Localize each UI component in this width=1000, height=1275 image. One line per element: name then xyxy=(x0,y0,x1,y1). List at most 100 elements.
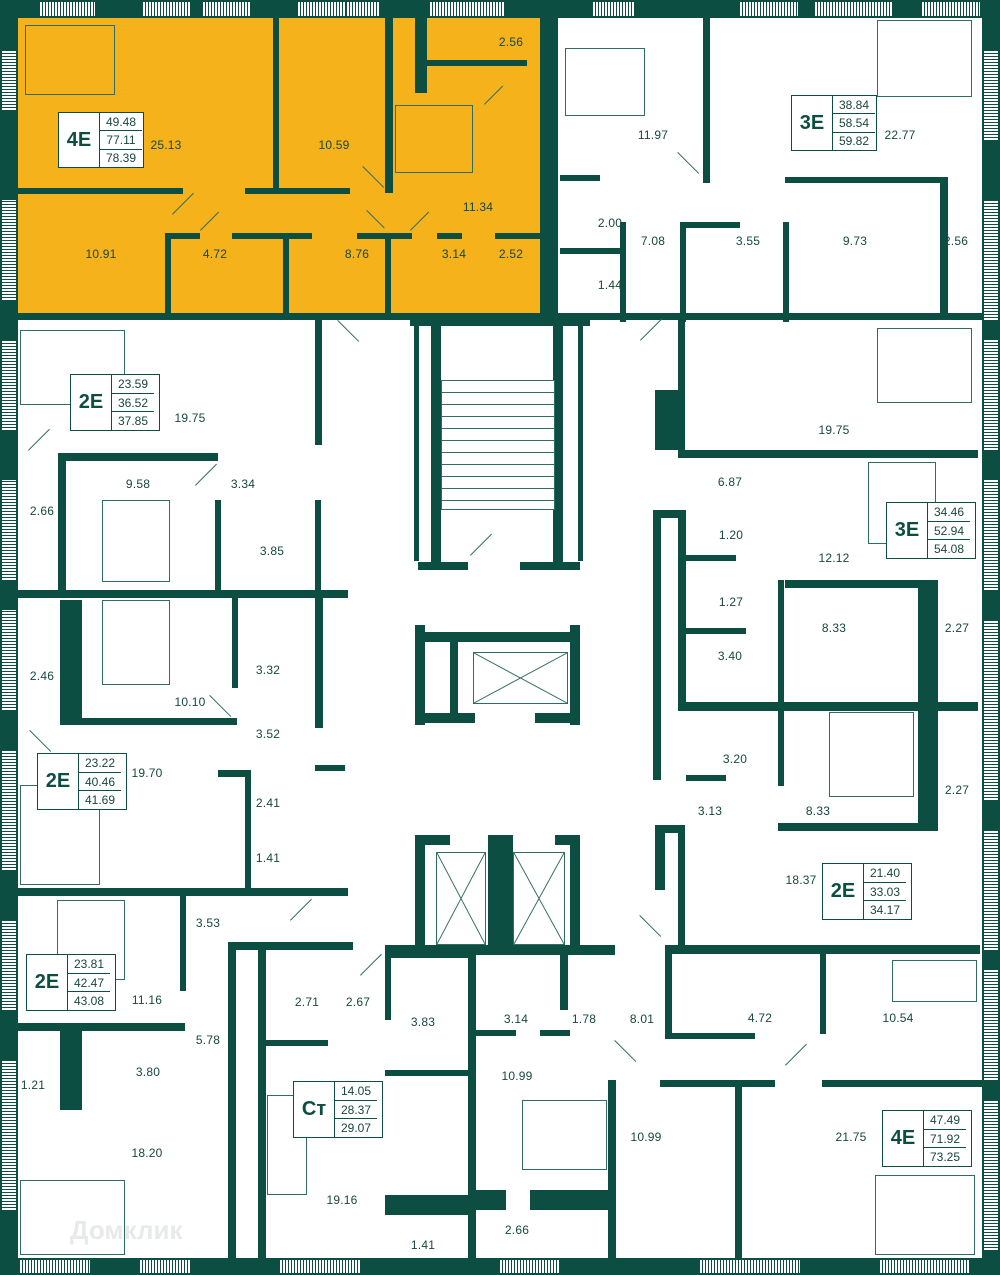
door-swing xyxy=(337,320,360,342)
living-area: 21.40 xyxy=(864,864,906,883)
wall xyxy=(822,1080,982,1087)
window xyxy=(984,480,998,590)
door-swing xyxy=(360,953,382,976)
core-wall xyxy=(415,835,425,950)
wall xyxy=(218,770,248,777)
wall xyxy=(655,830,665,890)
wall xyxy=(560,248,622,254)
core-wall xyxy=(555,835,580,845)
wall xyxy=(620,313,982,320)
apartment-badge[interactable]: 2E 21.40 33.03 34.17 xyxy=(822,863,912,920)
core-wall xyxy=(553,326,563,566)
wall xyxy=(385,950,391,1020)
wall xyxy=(60,1030,82,1110)
core-wall xyxy=(431,326,441,566)
apartment-areas: 38.84 58.54 59.82 xyxy=(833,96,875,150)
room-area: 2.52 xyxy=(498,247,524,261)
room-area: 10.59 xyxy=(318,138,350,152)
apartment-badge[interactable]: 4E 47.49 71.92 73.25 xyxy=(882,1110,972,1167)
wall xyxy=(232,233,312,239)
room-area: 8.01 xyxy=(629,1012,655,1026)
apartment-type: 2E xyxy=(71,375,112,430)
room-area: 6.87 xyxy=(717,475,743,489)
room-area: 11.34 xyxy=(462,200,494,214)
apartment-badge[interactable]: 3E 38.84 58.54 59.82 xyxy=(791,95,877,151)
room-area: 1.78 xyxy=(571,1012,597,1026)
room-area: 2.27 xyxy=(944,621,970,635)
total-area: 71.92 xyxy=(924,1130,966,1149)
door-swing xyxy=(290,898,312,921)
apartment-badge[interactable]: 4E 49.48 77.11 78.39 xyxy=(58,112,144,168)
apartment-areas: 21.40 33.03 34.17 xyxy=(864,864,906,919)
core-wall xyxy=(385,945,615,955)
apartment-badge[interactable]: 2E 23.81 42.47 43.08 xyxy=(26,954,116,1011)
wall xyxy=(18,313,643,320)
wall xyxy=(530,1190,615,1210)
room-area: 2.56 xyxy=(943,234,969,248)
wall xyxy=(655,825,685,833)
wall xyxy=(315,765,345,771)
wall xyxy=(778,711,784,786)
room-area: 18.20 xyxy=(131,1146,163,1160)
wall xyxy=(680,222,686,322)
room-area: 10.10 xyxy=(174,695,206,709)
window xyxy=(143,2,191,16)
apartment-badge[interactable]: 3E 34.46 52.94 54.08 xyxy=(886,502,976,559)
door-swing xyxy=(470,533,492,556)
wall xyxy=(18,888,348,896)
window xyxy=(2,200,16,300)
apartment-badge[interactable]: Ст 14.05 28.37 29.07 xyxy=(293,1081,383,1138)
core-wall xyxy=(488,835,513,950)
wall xyxy=(665,945,980,954)
window xyxy=(984,830,998,950)
wall xyxy=(427,60,527,66)
bed-icon xyxy=(102,600,170,685)
apartment-type: 2E xyxy=(27,955,68,1010)
room-area: 2.41 xyxy=(255,796,281,810)
apartment-areas: 34.46 52.94 54.08 xyxy=(928,503,970,558)
total-area-with-balcony: 78.39 xyxy=(105,151,137,166)
room-area: 8.33 xyxy=(805,804,831,818)
core-wall xyxy=(535,713,580,723)
window xyxy=(815,2,893,16)
wall xyxy=(655,390,680,450)
sofa-icon xyxy=(877,328,972,403)
room-area: 10.99 xyxy=(630,1130,662,1144)
room-area: 2.66 xyxy=(504,1223,530,1237)
sofa-icon xyxy=(267,1095,307,1195)
room-area: 10.99 xyxy=(501,1069,533,1083)
core-wall xyxy=(415,713,475,723)
wall xyxy=(660,1080,775,1087)
stairs-icon xyxy=(441,380,555,510)
wall xyxy=(18,590,348,598)
wall xyxy=(273,18,279,193)
wall xyxy=(476,1030,516,1036)
wall xyxy=(385,1070,475,1076)
wall xyxy=(653,510,661,780)
apartment-badge[interactable]: 2E 23.59 36.52 37.85 xyxy=(70,374,160,431)
apartment-areas: 23.22 40.46 41.69 xyxy=(79,754,121,809)
total-area-with-balcony: 54.08 xyxy=(933,542,965,557)
total-area: 42.47 xyxy=(68,974,110,993)
core-wall xyxy=(414,326,419,561)
door-swing xyxy=(29,730,52,752)
wall xyxy=(357,233,412,239)
wall xyxy=(678,450,685,458)
window xyxy=(880,1260,970,1273)
wall xyxy=(665,954,672,1034)
total-area-with-balcony: 59.82 xyxy=(838,134,870,149)
window xyxy=(984,1100,998,1250)
wall xyxy=(686,775,726,781)
room-area: 4.72 xyxy=(202,247,228,261)
room-area: 2.71 xyxy=(294,995,320,1009)
wall xyxy=(245,188,350,194)
wall xyxy=(468,950,476,1258)
apartment-badge[interactable]: 2E 23.22 40.46 41.69 xyxy=(37,753,127,810)
window xyxy=(280,1260,360,1273)
room-area: 8.33 xyxy=(821,621,847,635)
apartment-type: 4E xyxy=(883,1111,924,1166)
total-area-with-balcony: 43.08 xyxy=(73,994,105,1009)
window xyxy=(2,610,16,710)
wall xyxy=(385,233,391,318)
core-wall xyxy=(415,632,580,642)
